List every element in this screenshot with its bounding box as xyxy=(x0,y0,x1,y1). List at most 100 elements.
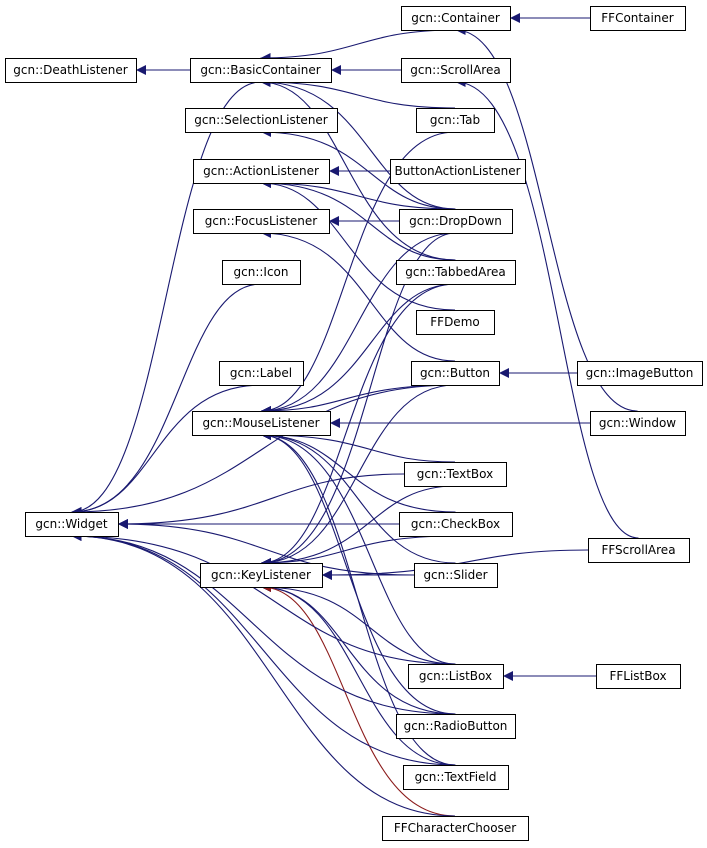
class-node-box xyxy=(193,209,330,234)
edge-slider-to-mouselistener xyxy=(260,430,456,564)
class-node-focuslistener[interactable]: gcn::FocusListener xyxy=(193,209,330,234)
class-node-label: ButtonActionListener xyxy=(394,164,520,178)
class-node-box xyxy=(382,816,529,841)
class-node-box xyxy=(396,714,516,739)
class-node-scrollarea[interactable]: gcn::ScrollArea xyxy=(401,58,511,83)
class-node-box xyxy=(25,512,119,537)
edge-textfield-to-keylistener xyxy=(260,582,456,766)
class-node-actionlistener[interactable]: gcn::ActionListener xyxy=(193,159,330,184)
class-node-label: gcn::RadioButton xyxy=(404,719,508,733)
class-node-box xyxy=(590,411,686,436)
class-node-basiccontainer[interactable]: gcn::BasicContainer xyxy=(190,58,332,83)
class-node-dropdown[interactable]: gcn::DropDown xyxy=(399,209,513,234)
class-node-radiobutton[interactable]: gcn::RadioButton xyxy=(396,714,516,739)
class-node-textbox[interactable]: gcn::TextBox xyxy=(404,462,507,487)
class-node-box xyxy=(219,361,304,386)
class-node-box xyxy=(390,159,526,184)
edge-button-to-widget xyxy=(71,384,456,517)
class-node-label: gcn::ListBox xyxy=(419,669,492,683)
class-node-container[interactable]: gcn::Container xyxy=(401,6,511,31)
class-node-imagebutton[interactable]: gcn::ImageButton xyxy=(577,361,703,386)
class-node-box xyxy=(193,159,330,184)
edge-tab-to-basiccontainer xyxy=(260,77,456,109)
edge-dropdown-to-mouselistener xyxy=(260,232,456,416)
class-node-box xyxy=(5,58,137,83)
class-node-label: gcn::FocusListener xyxy=(205,214,318,228)
class-node-label: gcn::DropDown xyxy=(409,214,502,228)
edge-ffcharacterchooser-to-widget xyxy=(71,531,456,817)
class-node-label: gcn::Label xyxy=(230,366,292,380)
edge-container-to-basiccontainer xyxy=(260,29,456,63)
edge-textbox-to-widget xyxy=(117,473,405,529)
class-node-keylistener[interactable]: gcn::KeyListener xyxy=(200,563,323,588)
class-node-box xyxy=(185,108,338,133)
class-node-box xyxy=(222,260,301,285)
class-node-box xyxy=(577,361,703,386)
class-node-label: gcn::Icon xyxy=(234,265,289,279)
class-node-label: gcn::ImageButton xyxy=(586,366,694,380)
class-node-tab[interactable]: gcn::Tab xyxy=(416,108,495,133)
class-node-ffcontainer[interactable]: FFContainer xyxy=(590,6,686,31)
class-node-label: gcn::SelectionListener xyxy=(194,113,328,127)
class-node-window[interactable]: gcn::Window xyxy=(590,411,686,436)
class-node-label: gcn::Slider xyxy=(423,568,487,582)
edge-label-to-widget xyxy=(71,384,262,517)
class-node-label: gcn::Window xyxy=(599,416,676,430)
edge-textbox-to-mouselistener xyxy=(260,430,456,463)
edges-layer xyxy=(71,13,639,817)
edge-radiobutton-to-widget xyxy=(71,531,456,715)
class-node-label: FFCharacterChooser xyxy=(394,821,516,835)
class-node-box xyxy=(588,538,690,563)
class-node-box xyxy=(408,664,504,689)
class-node-label: FFListBox xyxy=(609,669,666,683)
class-node-box xyxy=(399,209,513,234)
edge-window-to-container xyxy=(455,25,638,412)
class-node-button[interactable]: gcn::Button xyxy=(411,361,500,386)
edge-basiccontainer-to-widget xyxy=(71,81,261,517)
class-node-ffdemo[interactable]: FFDemo xyxy=(416,310,495,335)
class-node-checkbox[interactable]: gcn::CheckBox xyxy=(399,512,513,537)
class-node-label: FFScrollArea xyxy=(601,543,675,557)
edge-tabbedarea-to-mouselistener xyxy=(260,283,456,416)
class-node-widget[interactable]: gcn::Widget xyxy=(25,512,119,537)
class-node-fflistbox[interactable]: FFListBox xyxy=(596,664,681,689)
class-node-ffcharacterchooser[interactable]: FFCharacterChooser xyxy=(382,816,529,841)
class-node-box xyxy=(401,58,511,83)
class-node-ffscrollarea[interactable]: FFScrollArea xyxy=(588,538,690,563)
class-node-label: gcn::Tab xyxy=(430,113,480,127)
edge-button-to-focuslistener xyxy=(260,228,456,362)
edge-listbox-to-mouselistener xyxy=(260,430,456,665)
class-node-label: gcn::DeathListener xyxy=(13,63,128,77)
edge-dropdown-to-actionlistener xyxy=(260,178,456,210)
class-node-box xyxy=(416,108,495,133)
edge-checkbox-to-keylistener xyxy=(260,535,456,568)
class-node-textfield[interactable]: gcn::TextField xyxy=(403,765,509,790)
class-node-label: gcn::BasicContainer xyxy=(200,63,320,77)
edge-checkbox-to-mouselistener xyxy=(260,430,456,513)
class-node-box xyxy=(192,411,331,436)
class-node-label: gcn::TextBox xyxy=(417,467,493,481)
edge-tabbedarea-to-keylistener xyxy=(260,283,456,568)
edge-ffcharacterchooser-to-keylistener xyxy=(260,582,456,817)
class-node-mouselistener[interactable]: gcn::MouseListener xyxy=(192,411,331,436)
class-node-label: gcn::Container xyxy=(411,11,500,25)
class-node-listbox[interactable]: gcn::ListBox xyxy=(408,664,504,689)
class-node-deathlistener[interactable]: gcn::DeathListener xyxy=(5,58,137,83)
class-node-label[interactable]: gcn::Label xyxy=(219,361,304,386)
class-node-slider[interactable]: gcn::Slider xyxy=(414,563,498,588)
class-node-label: gcn::CheckBox xyxy=(411,517,500,531)
edge-button-to-keylistener xyxy=(260,384,456,568)
class-node-label: gcn::MouseListener xyxy=(202,416,319,430)
edge-ffdemo-to-actionlistener xyxy=(260,178,456,311)
class-node-label: gcn::ActionListener xyxy=(203,164,319,178)
class-node-selectionlistener[interactable]: gcn::SelectionListener xyxy=(185,108,338,133)
class-node-box xyxy=(396,260,516,285)
class-node-tabbedarea[interactable]: gcn::TabbedArea xyxy=(396,260,516,285)
class-node-box xyxy=(401,6,511,31)
class-node-buttonactionlistener[interactable]: ButtonActionListener xyxy=(390,159,526,184)
class-node-label: gcn::Button xyxy=(420,366,490,380)
class-node-icon[interactable]: gcn::Icon xyxy=(222,260,301,285)
class-node-label: gcn::TextField xyxy=(415,770,497,784)
